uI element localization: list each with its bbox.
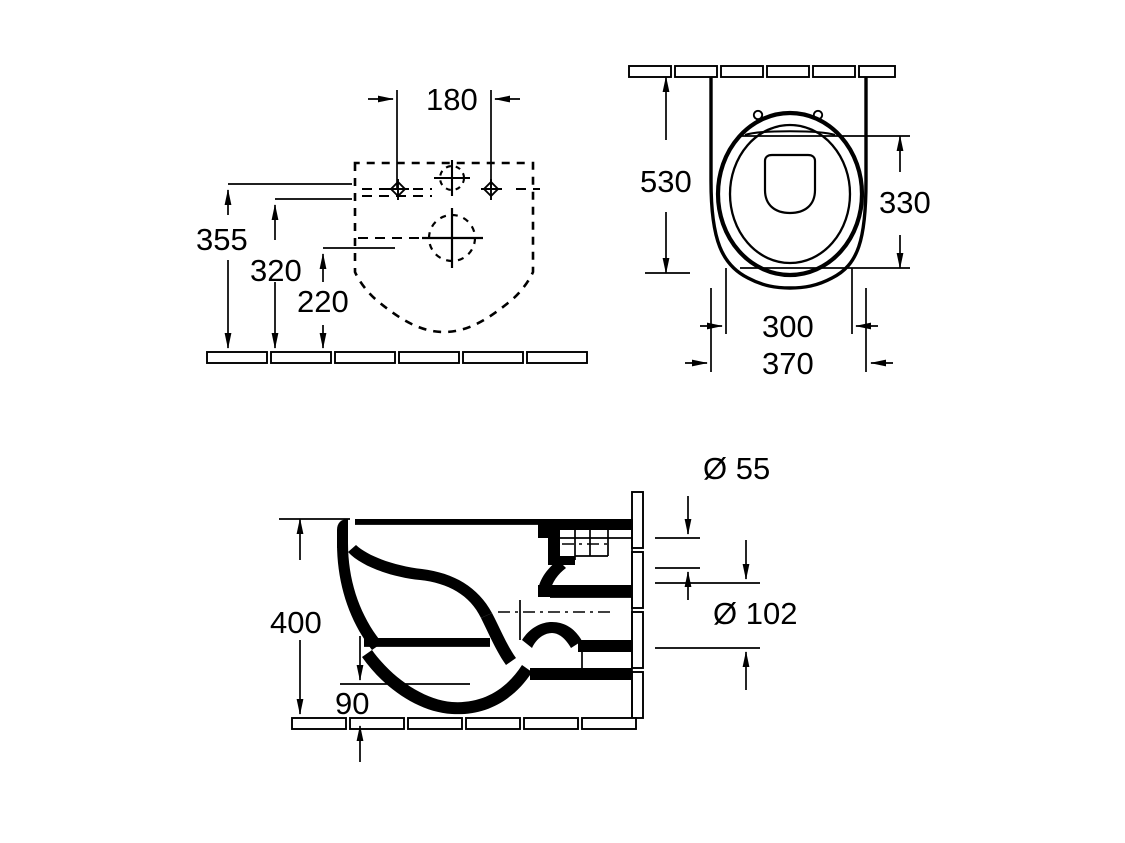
dimension-180: 180 bbox=[368, 82, 520, 188]
dimension-label-400: 400 bbox=[270, 605, 322, 640]
dimension-label-370: 370 bbox=[762, 346, 814, 381]
dimension-90: 90 bbox=[335, 636, 470, 762]
dimension-370: 370 bbox=[685, 288, 893, 381]
ceramic-body-outline bbox=[709, 77, 868, 290]
dimension-label-320: 320 bbox=[250, 253, 302, 288]
centerline-dashes-plan bbox=[358, 166, 540, 239]
dimension-530: 530 bbox=[640, 76, 692, 274]
seat-fixing-hole-right bbox=[812, 109, 824, 121]
dimension-label-355: 355 bbox=[196, 222, 248, 257]
ceramic-section-profile bbox=[337, 519, 633, 718]
seat-ring-outline bbox=[715, 110, 865, 278]
dimension-320: 320 bbox=[250, 198, 352, 349]
dimension-355: 355 bbox=[196, 183, 352, 349]
seat-fixing-hole-left bbox=[752, 109, 764, 121]
dimension-dia-102: Ø 102 bbox=[655, 540, 797, 690]
floor-tile-line-plan bbox=[206, 351, 588, 364]
dimension-label-90: 90 bbox=[335, 686, 369, 721]
dimension-label-220: 220 bbox=[297, 284, 349, 319]
dimension-220: 220 bbox=[297, 247, 395, 349]
dimension-label-330: 330 bbox=[879, 185, 931, 220]
lower-outlet-centermark bbox=[422, 208, 483, 268]
bowl-inner-opening bbox=[763, 153, 817, 215]
side-section-view: 400 90 Ø 55 Ø 102 bbox=[270, 451, 797, 762]
dashed-bowl-footprint-outline bbox=[353, 161, 535, 334]
dimension-label-dia-55: Ø 55 bbox=[703, 451, 770, 486]
wall-tile-line-vertical bbox=[631, 491, 644, 719]
dimension-300: 300 bbox=[700, 268, 878, 344]
dimension-label-dia-102: Ø 102 bbox=[713, 596, 797, 631]
dimension-label-300: 300 bbox=[762, 309, 814, 344]
wall-tile-line-front bbox=[628, 65, 896, 78]
dimension-dia-55: Ø 55 bbox=[655, 451, 770, 600]
floor-tile-line-side bbox=[291, 717, 637, 730]
front-elevation-view: 530 330 300 370 bbox=[628, 65, 931, 381]
wall-mounting-plan-view: 180 355 320 2 bbox=[196, 82, 588, 364]
dimension-400: 400 bbox=[270, 518, 350, 715]
dimension-330: 330 bbox=[740, 135, 931, 269]
dimension-label-180: 180 bbox=[426, 82, 478, 117]
dimension-label-530: 530 bbox=[640, 164, 692, 199]
